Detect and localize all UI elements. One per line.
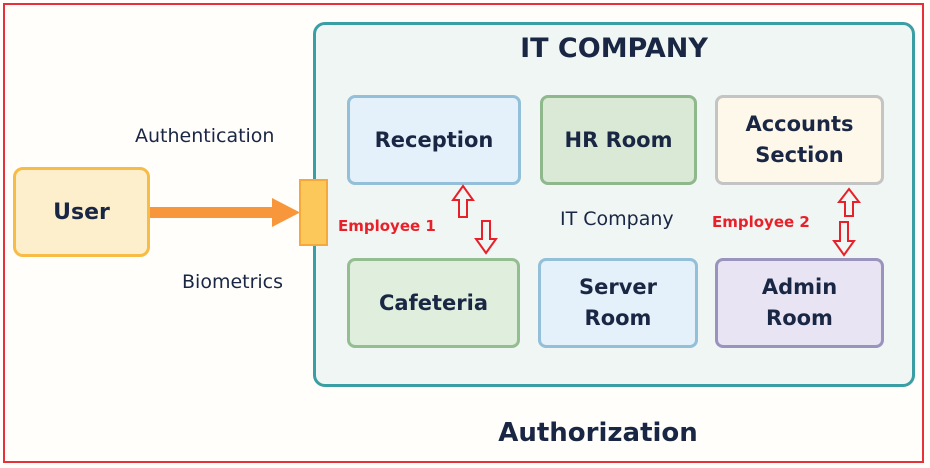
room-cafeteria: Cafeteria <box>347 258 520 348</box>
user-box: User <box>13 167 150 257</box>
authorization-label: Authorization <box>498 418 698 448</box>
down-arrow-icon <box>832 221 856 257</box>
room-hr: HR Room <box>540 95 697 185</box>
user-arrow <box>150 198 300 227</box>
company-title: IT COMPANY <box>520 33 708 64</box>
employee-2-label: Employee 2 <box>712 213 810 231</box>
room-label: Room <box>584 306 652 330</box>
room-label: Reception <box>374 127 494 152</box>
center-label: IT Company <box>560 208 674 230</box>
user-label: User <box>53 199 110 225</box>
down-arrow-icon <box>474 220 498 255</box>
biometrics-label: Biometrics <box>182 271 284 293</box>
room-label: Server <box>578 275 657 299</box>
up-arrow-icon <box>451 184 475 218</box>
room-label: Cafeteria <box>379 290 488 315</box>
authentication-label: Authentication <box>135 125 275 147</box>
authorization-frame <box>3 3 924 463</box>
room-label: Section <box>755 143 844 167</box>
room-label: Accounts <box>745 112 854 136</box>
room-label: HR Room <box>564 127 673 152</box>
employee-1-label: Employee 1 <box>338 217 436 235</box>
room-label: Admin <box>761 275 838 299</box>
gate-icon <box>299 179 328 246</box>
up-arrow-icon <box>836 187 862 217</box>
room-reception: Reception <box>347 95 521 185</box>
room-label: Room <box>766 306 833 330</box>
